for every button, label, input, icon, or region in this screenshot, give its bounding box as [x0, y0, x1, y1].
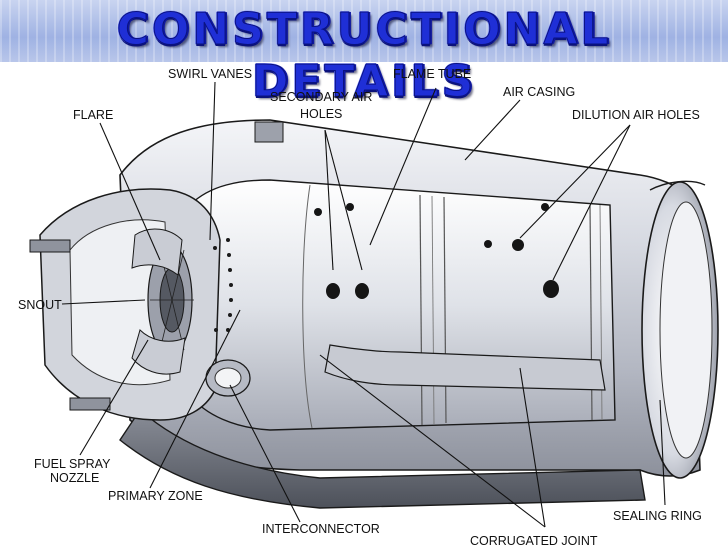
lower-shell — [119, 344, 646, 509]
label-secondary-air-line1: SECONDARY AIR — [270, 90, 372, 104]
label-secondary-air-line2: HOLES — [300, 107, 342, 121]
leader-lines — [61, 81, 666, 528]
label-flare: FLARE — [73, 108, 113, 122]
label-air-casing: AIR CASING — [503, 85, 575, 99]
outlet-bell — [641, 180, 719, 479]
page-title: CONSTRUCTIONAL DETAILS — [116, 4, 612, 108]
label-interconnector: INTERCONNECTOR — [262, 522, 380, 536]
label-primary-zone: PRIMARY ZONE — [108, 489, 203, 503]
label-fuel-spray-line1: FUEL SPRAY — [34, 457, 111, 471]
label-fuel-spray-line2: NOZZLE — [50, 471, 99, 485]
label-swirl-vanes: SWIRL VANES — [168, 67, 252, 81]
label-corrugated-joint: CORRUGATED JOINT — [470, 534, 598, 546]
primary-zone-holes — [213, 238, 233, 332]
snout-head — [39, 188, 221, 421]
label-snout: SNOUT — [18, 298, 62, 312]
title-band — [0, 0, 728, 62]
flame-tube — [189, 179, 616, 431]
label-flame-tube: FLAME TUBE — [393, 67, 471, 81]
label-sealing-ring: SEALING RING — [613, 509, 702, 523]
label-dilution-air-holes: DILUTION AIR HOLES — [572, 108, 700, 122]
air-holes — [314, 203, 559, 299]
component-labels: SWIRL VANES FLAME TUBE AIR CASING SECOND… — [18, 67, 702, 546]
interconnector — [205, 359, 251, 397]
